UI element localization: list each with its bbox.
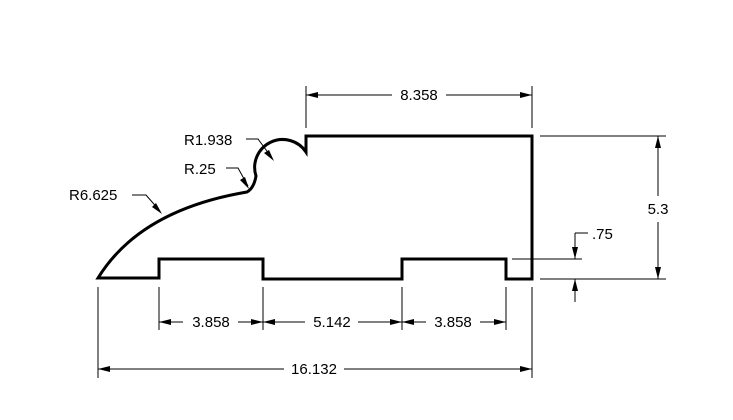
dim-step: .75	[512, 226, 613, 302]
dim-bottom-chain: 3.858 5.142 3.858	[158, 287, 507, 331]
radius-r6625-label: R6.625	[69, 187, 117, 204]
radius-r25-label: R.25	[184, 161, 216, 178]
dim-height-label: 5.3	[648, 201, 669, 218]
dim-step-label: .75	[592, 226, 613, 243]
radius-callout-r25: R.25	[184, 161, 249, 189]
dim-top-width-label: 8.358	[400, 87, 438, 104]
dim-top-width: 8.358	[305, 86, 533, 128]
dim-overall: 16.132	[97, 287, 533, 378]
dim-overall-label: 16.132	[291, 361, 337, 378]
dim-height: 5.3	[540, 135, 669, 280]
radius-callout-r1938: R1.938	[184, 132, 274, 161]
dim-middle-label: 5.142	[313, 314, 351, 331]
dim-left-notch-label: 3.858	[192, 314, 230, 331]
radius-callout-r6625: R6.625	[69, 187, 162, 214]
radius-r1938-label: R1.938	[184, 132, 232, 149]
dim-right-notch-label: 3.858	[434, 314, 472, 331]
part-outline	[95, 134, 534, 281]
